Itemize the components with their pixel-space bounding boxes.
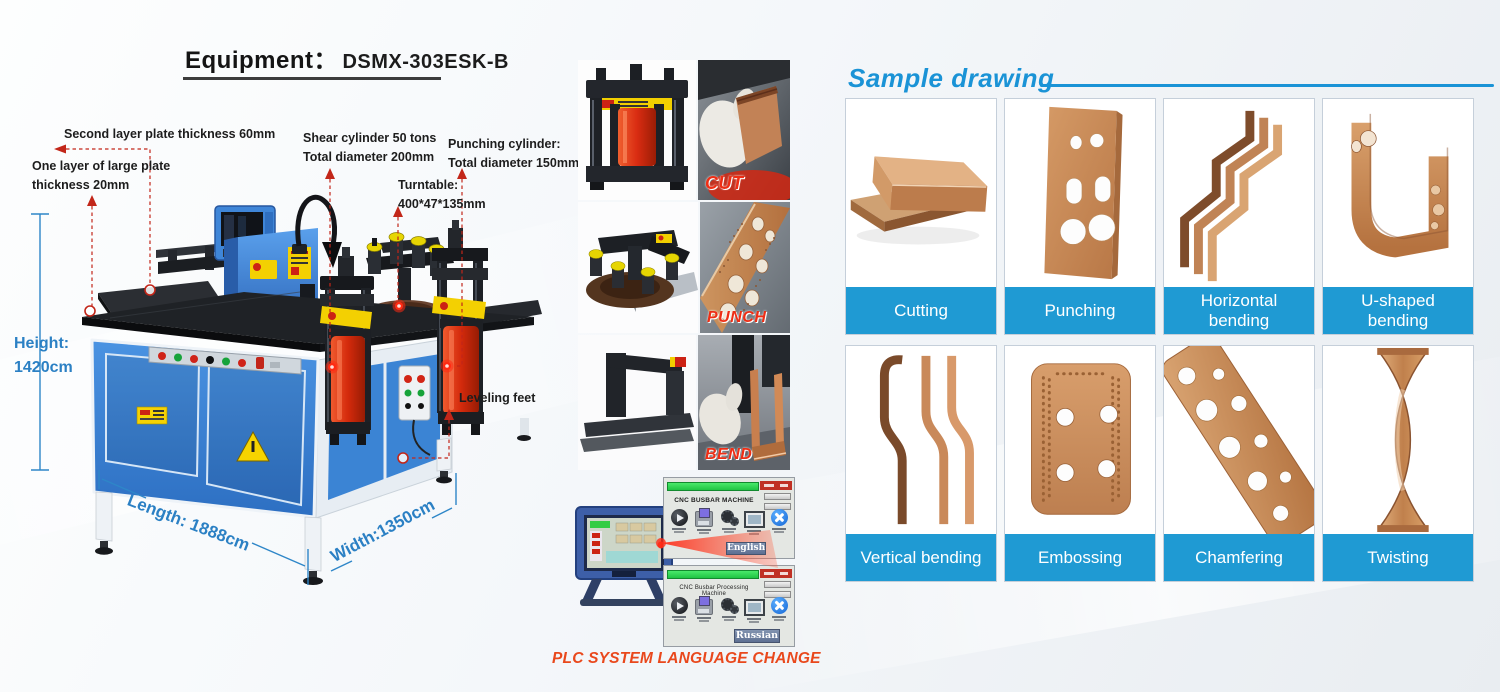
pendant-control — [398, 365, 431, 456]
photo-cut-result: CUT — [698, 60, 790, 200]
annotation-connectors — [66, 148, 463, 459]
save-icon — [695, 508, 713, 527]
sample-card-cutting: Cutting — [845, 98, 997, 335]
title-rule — [1040, 84, 1494, 87]
photo-cut-die — [578, 60, 696, 200]
equipment-title: Equipment： DSMX-303ESK-B — [185, 40, 509, 75]
annotation-arrows — [54, 144, 467, 420]
sample-image-embossing — [1005, 346, 1155, 534]
photo-bend-result: BEND — [698, 335, 790, 470]
plc-screen-title: CNC BUSBAR MACHINE — [674, 497, 754, 504]
progress-bar — [667, 482, 759, 491]
sample-label: Vertical bending — [846, 534, 996, 581]
dimension-height-value: 1420cm — [14, 359, 73, 376]
annotation-markers — [84, 284, 454, 464]
icon-caption — [694, 529, 714, 534]
sample-image-punching — [1005, 99, 1155, 287]
sample-label: U-shaped bending — [1323, 287, 1473, 334]
tools-icon — [770, 509, 788, 526]
plc-icon-row — [669, 596, 789, 624]
sample-image-twisting — [1323, 346, 1473, 534]
sample-grid: Cutting Punching — [845, 98, 1474, 582]
sample-card-embossing: Embossing — [1004, 345, 1156, 582]
datetime-chip — [760, 569, 792, 578]
icon-caption — [669, 616, 689, 621]
language-button-russian: Russian — [734, 629, 780, 643]
icon-caption — [744, 618, 764, 623]
monitor-icon — [744, 599, 765, 616]
screen-button — [764, 493, 791, 500]
icon-caption — [769, 528, 789, 533]
gears-icon — [720, 509, 739, 526]
sample-label: Chamfering — [1164, 534, 1314, 581]
language-button-english: English — [726, 542, 766, 555]
play-icon — [670, 509, 688, 526]
title-underline — [183, 77, 441, 80]
plc-icon-row — [669, 508, 789, 536]
lamp — [292, 194, 342, 268]
icon-caption — [769, 616, 789, 621]
machine-cabinet — [90, 338, 320, 519]
punching-cylinder-tower — [432, 220, 488, 435]
bend-label: BEND — [705, 446, 753, 463]
sample-label: Cutting — [846, 287, 996, 334]
sample-label: Embossing — [1005, 534, 1155, 581]
sample-card-chamfering: Chamfering — [1163, 345, 1315, 582]
photo-punch-die — [578, 202, 698, 333]
sample-image-u-shaped-bending — [1323, 99, 1473, 287]
plc-caption: PLC SYSTEM LANGUAGE CHANGE — [552, 650, 821, 667]
sample-label: Horizontal bending — [1164, 287, 1314, 334]
datetime-chip — [760, 481, 792, 490]
sample-drawing-title: Sample drawing — [848, 63, 1055, 93]
machine-illustration — [31, 144, 542, 585]
progress-bar — [667, 570, 759, 579]
hmi-touchscreen — [575, 506, 673, 606]
sample-image-cutting — [846, 99, 996, 287]
dimension-lines — [31, 213, 457, 585]
icon-caption — [719, 528, 739, 533]
shear-cylinder-tower — [320, 247, 374, 445]
sample-image-horizontal-bending — [1164, 99, 1314, 287]
sample-card-vertical-bending: Vertical bending — [845, 345, 997, 582]
photo-punch-result: PUNCH — [700, 202, 790, 333]
sample-card-horizontal-bending: Horizontal bending — [1163, 98, 1315, 335]
sample-label: Twisting — [1323, 534, 1473, 581]
screen-button — [764, 581, 791, 588]
sample-card-twisting: Twisting — [1322, 345, 1474, 582]
plc-screen-russian: CNC Busbar Processing Machine Russian — [663, 565, 795, 647]
annotation-turntable: Turntable: 400*47*135mm — [398, 178, 486, 211]
plc-screen-english: CNC BUSBAR MACHINE English — [663, 477, 795, 559]
icon-caption — [744, 530, 764, 535]
gears-icon — [720, 597, 739, 614]
plc-screen-title: CNC Busbar Processing Machine — [679, 585, 749, 597]
icon-caption — [669, 528, 689, 533]
sample-card-u-shaped-bending: U-shaped bending — [1322, 98, 1474, 335]
tools-icon — [770, 597, 788, 614]
icon-caption — [694, 617, 714, 622]
annotation-punching-cylinder: Punching cylinder: Total diameter 150mm — [448, 137, 580, 170]
cut-label: CUT — [705, 173, 744, 193]
annotation-one-layer: One layer of large plate thickness 20mm — [32, 159, 171, 192]
punch-label: PUNCH — [707, 309, 767, 326]
annotation-leveling-feet: Leveling feet — [459, 391, 536, 405]
dimension-height-label: Height: — [14, 335, 70, 352]
photo-bend-die — [578, 335, 696, 470]
sample-image-vertical-bending — [846, 346, 996, 534]
machine-left-shelf — [98, 281, 220, 319]
annotation-shear-cylinder: Shear cylinder 50 tons Total diameter 20… — [303, 131, 437, 164]
sample-card-punching: Punching — [1004, 98, 1156, 335]
equipment-label: Equipment： — [185, 47, 338, 74]
machine-legs — [95, 418, 531, 585]
annotation-second-layer: Second layer plate thickness 60mm — [64, 127, 276, 141]
sample-image-chamfering — [1164, 346, 1314, 534]
equipment-model: DSMX-303ESK-B — [342, 51, 509, 73]
icon-caption — [719, 616, 739, 621]
monitor-icon — [744, 511, 765, 528]
play-icon — [670, 597, 688, 614]
sample-label: Punching — [1005, 287, 1155, 334]
save-icon — [695, 596, 713, 615]
